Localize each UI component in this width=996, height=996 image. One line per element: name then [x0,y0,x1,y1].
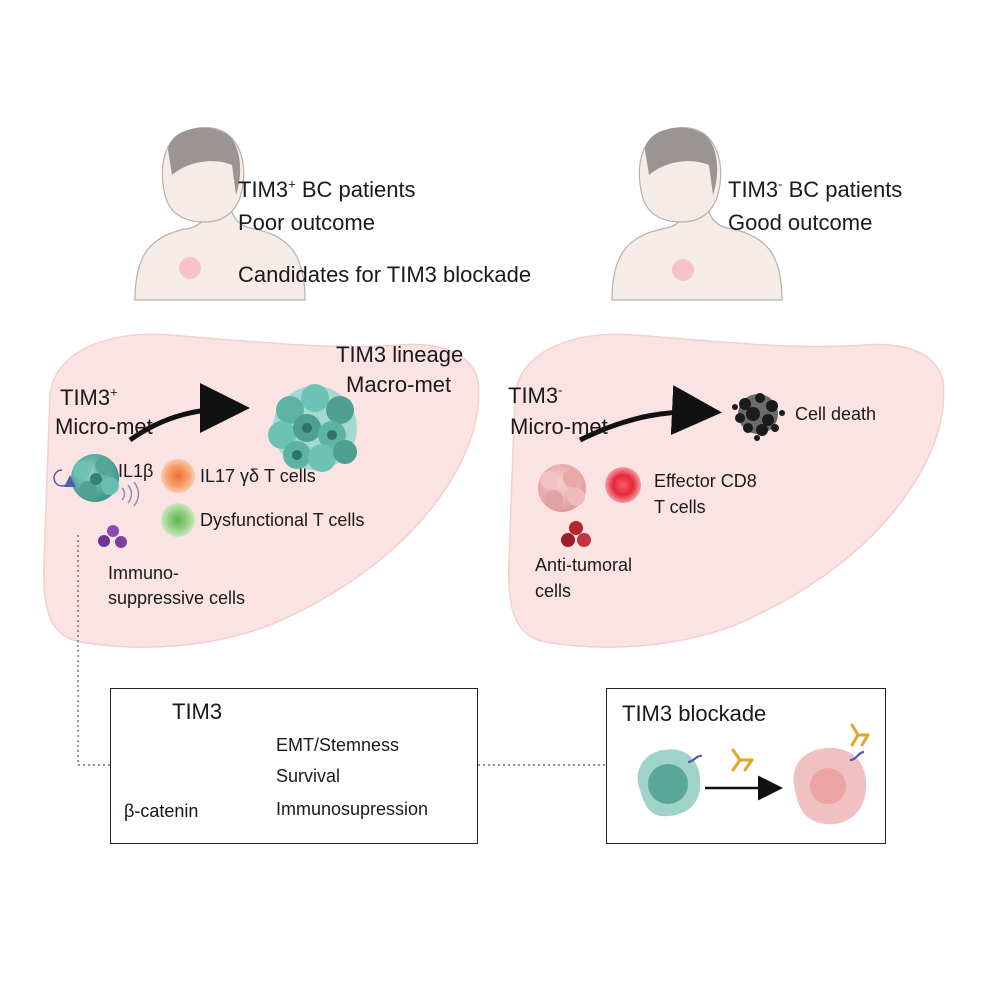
il17-label: IL17 γδ T cells [200,466,316,486]
macromet-label-line1: TIM3 lineage [336,342,464,367]
tim3-receptor-bound-icon [849,750,865,762]
mechanism-title: TIM3 [172,699,223,724]
progression-arrow-negative [578,385,722,443]
anti-tumoral-label-line2: cells [535,581,572,601]
dysfunctional-t-cell [161,503,195,537]
micromet-positive-label-line2: Micro-met [55,414,153,439]
patient-silhouette-positive [134,127,306,301]
anti-tumoral-label-line1: Anti-tumoral [535,555,633,575]
tumor-cell-pink-small [793,748,867,825]
effector-cd8-cell [605,467,641,503]
outcome-survival: Survival [276,766,341,786]
immunosuppressive-label-line2: suppressive cells [108,588,246,608]
antibody-bound-icon [850,723,870,747]
negative-patient-group: TIM3- BC patients [728,176,903,202]
cell-death-label: Cell death [795,404,877,424]
liver-positive [42,333,480,648]
progression-arrow-positive [128,383,250,443]
micromet-negative-label-line2: Micro-met [510,414,608,439]
effector-label-line2: T cells [654,497,706,517]
anti-tumoral-cells [561,521,591,547]
il17-cell [161,459,195,493]
patient-silhouette-negative [611,127,783,301]
secretion-waves-icon [121,481,140,507]
macromet-cluster [268,384,357,472]
effector-label-line1: Effector CD8 [654,471,757,491]
positive-patient-outcome: Poor outcome [238,210,375,235]
tim3-receptor-small-icon [687,754,703,764]
macromet-label-line2: Macro-met [346,372,452,397]
beta-catenin-label: β-catenin [124,801,199,821]
micromet-positive-label: TIM3+ [60,384,118,410]
blockade-title: TIM3 blockade [622,701,767,726]
positive-patient-note: Candidates for TIM3 blockade [238,262,532,287]
outcome-emt: EMT/Stemness [276,735,400,755]
outcome-immunosupression: Immunosupression [276,799,429,819]
dysfunctional-label: Dysfunctional T cells [200,510,365,530]
cell-death-cluster [732,393,785,441]
mechanism-box [110,688,478,844]
micromet-negative-label: TIM3- [508,382,563,408]
antibody-icon [731,748,754,772]
tumor-cell-teal-small [637,749,701,817]
liver-negative [507,333,945,648]
self-renewal-icon [53,469,76,488]
blockade-box [606,688,886,844]
immunosuppressive-label-line1: Immuno- [108,563,180,583]
il1b-label: IL1β [118,461,154,481]
immunosuppressive-cells [98,525,127,548]
positive-patient-group: TIM3+ BC patients [238,176,416,202]
negative-patient-outcome: Good outcome [728,210,873,235]
micromet-cluster-negative [538,464,586,512]
dotted-connector [77,535,606,766]
micromet-cluster-positive [71,454,119,502]
